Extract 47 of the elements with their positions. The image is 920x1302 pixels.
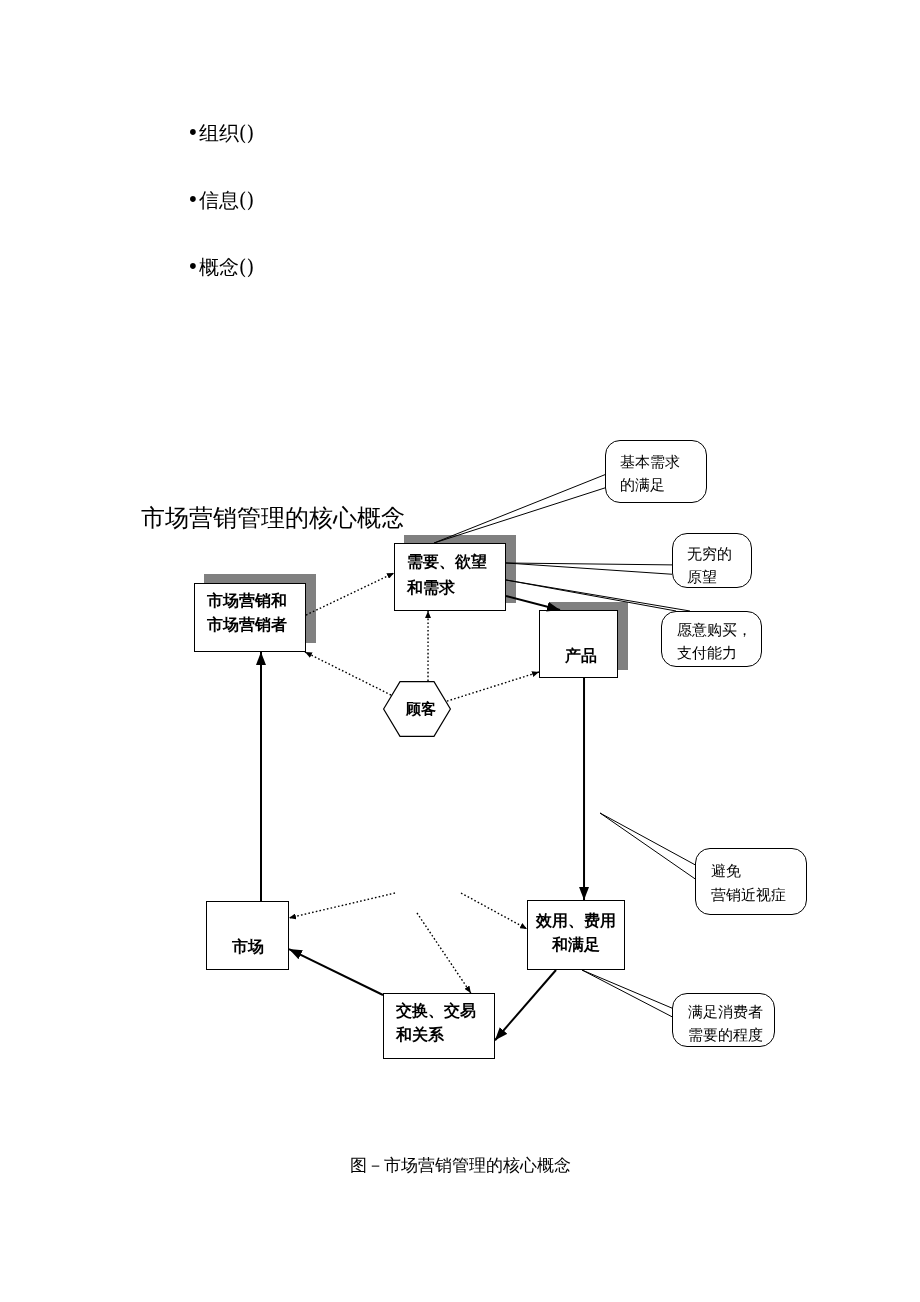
arrow bbox=[256, 651, 266, 902]
concept-box bbox=[194, 583, 306, 652]
callout-pointer bbox=[599, 812, 696, 880]
bullet-item: •组织() bbox=[187, 121, 255, 145]
concept-box bbox=[527, 900, 625, 970]
dotted-arrow bbox=[460, 892, 528, 930]
bullet-item: •概念() bbox=[187, 255, 255, 279]
node-text: 营销近视症 bbox=[711, 885, 787, 906]
callout-pointer bbox=[505, 579, 691, 612]
node-text: 顾客 bbox=[405, 699, 438, 720]
node-text: 避免 bbox=[711, 861, 742, 882]
dotted-arrow bbox=[304, 651, 392, 696]
concept-box bbox=[394, 543, 506, 611]
arrow bbox=[494, 969, 557, 1042]
callout-bubble bbox=[661, 611, 762, 667]
callout-pointer bbox=[581, 969, 673, 1018]
figure-caption: 图－市场营销管理的核心概念 bbox=[350, 1154, 571, 1176]
callout-bubble bbox=[605, 440, 707, 503]
bullet-item: •信息() bbox=[187, 188, 255, 212]
node-text: 愿意购买，支付能力 bbox=[677, 620, 753, 664]
diagram-title: 市场营销管理的核心概念 bbox=[141, 503, 405, 533]
arrow bbox=[505, 595, 561, 612]
dotted-arrow bbox=[446, 671, 540, 702]
concept-box bbox=[206, 901, 289, 970]
node-text: 需要、欲望和需求 bbox=[407, 551, 488, 599]
arrow bbox=[579, 677, 590, 901]
node-text: 市场营销和市场营销者 bbox=[207, 590, 288, 636]
node-text: 市场 bbox=[230, 936, 265, 958]
node-text: 满足消费者需要的程度 bbox=[688, 1002, 764, 1046]
node-text: 产品 bbox=[563, 645, 598, 667]
callout-bubble bbox=[672, 993, 775, 1047]
dotted-arrow bbox=[425, 610, 432, 682]
dotted-arrow bbox=[416, 912, 472, 994]
concept-box bbox=[383, 993, 495, 1059]
callout-pointer bbox=[505, 562, 673, 575]
callout-pointer bbox=[433, 474, 606, 544]
arrow bbox=[288, 948, 384, 996]
concept-box bbox=[539, 610, 618, 678]
node-text: 基本需求的满足 bbox=[620, 452, 681, 496]
hexagon-node bbox=[383, 681, 451, 737]
node-text: 效用、费用和满足 bbox=[535, 910, 617, 956]
node-text: 交换、交易和关系 bbox=[396, 1000, 477, 1046]
callout-bubble bbox=[695, 848, 807, 915]
callout-bubble bbox=[672, 533, 752, 588]
dotted-arrow bbox=[288, 892, 396, 920]
dotted-arrow bbox=[305, 572, 395, 616]
node-text: 无穷的原望 bbox=[687, 544, 733, 588]
